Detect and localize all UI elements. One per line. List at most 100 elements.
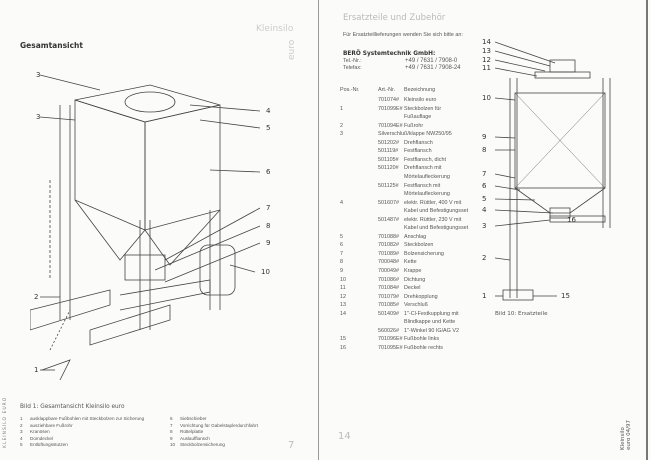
col-pos: Pos.-Nr.: [340, 87, 360, 93]
pos-cell: 16: [340, 344, 346, 351]
callout-5: 5: [266, 124, 271, 132]
pos-cell: 9: [340, 268, 343, 274]
desc-cell: 1"-Cl-Festkupplung mit: [404, 310, 459, 317]
desc-cell: Kabel und Befestigungsset: [404, 225, 469, 232]
desc-cell: Kabel und Befestigungsset: [404, 208, 469, 215]
art-cell: 701074#: [378, 97, 399, 103]
art-cell: 701089#: [378, 250, 399, 257]
art-cell: 701094E#: [378, 122, 403, 129]
callout-4: 4: [266, 107, 271, 115]
callout-10: 10: [482, 94, 491, 102]
callout-2: 2: [34, 293, 39, 301]
fax-label: Telefax:: [343, 65, 362, 71]
pos-cell: 6: [340, 242, 343, 249]
right-side-note: Kleinsilo euro 04/97: [620, 420, 632, 450]
desc-cell: Dichtung: [404, 276, 426, 283]
pos-cell: 1: [340, 105, 343, 112]
pos-cell: 13: [340, 302, 346, 309]
spare-parts-drawing: [495, 41, 611, 301]
callout-4: 4: [482, 206, 487, 214]
pos-cell: 10: [340, 276, 346, 283]
callout-5: 5: [482, 195, 487, 203]
desc-cell: Drehkopplung: [404, 293, 438, 300]
art-cell: 501119#: [378, 148, 399, 155]
callout-14: 14: [482, 38, 491, 46]
desc-cell: Steckbolzen: [404, 242, 434, 249]
desc-cell: Mörtelaufleckerung: [404, 173, 450, 180]
col-bez: Bezeichnung: [404, 87, 436, 93]
art-cell: 501487#: [378, 216, 399, 223]
brand-word-euro: euro: [287, 39, 297, 60]
desc-cell: Steckbolzen für: [404, 105, 442, 112]
desc-cell: Fußbohle rechts: [404, 344, 443, 351]
fax-value: +49 / 7631 / 7908-24: [405, 65, 461, 71]
art-cell: 700049#: [378, 268, 399, 274]
desc-cell: Verschluß: [404, 302, 428, 309]
callout-9: 9: [482, 133, 487, 141]
pos-cell: 11: [340, 285, 346, 292]
brand-word: Kleinsilo: [256, 24, 294, 34]
art-cell: 701082#: [378, 242, 399, 249]
tel-value: +49 / 7631 / 7908-0: [405, 58, 458, 64]
pos-cell: 8: [340, 259, 343, 266]
left-side-note: KLEINSILO EURO: [3, 396, 8, 448]
company-name: BERÖ Systemtechnik GmbH:: [343, 51, 436, 57]
callout-2: 2: [482, 254, 487, 262]
page-edge: [646, 0, 648, 460]
pos-cell: 3: [340, 131, 343, 138]
desc-cell: Fußbohle links: [404, 336, 440, 343]
callout-3a: 3: [36, 71, 41, 79]
figure-caption-10: Bild 10: Ersatzteile: [495, 311, 548, 317]
art-cell: 701079#: [378, 293, 399, 300]
callout-8: 8: [266, 222, 271, 230]
silo-overview-drawing: [30, 74, 261, 381]
art-cell: 701085#: [378, 302, 399, 309]
pos-cell: 15: [340, 336, 346, 343]
callout-6: 6: [482, 182, 487, 190]
callout-10: 10: [261, 268, 270, 276]
pos-cell: 5: [340, 233, 343, 240]
art-cell: 701084#: [378, 285, 399, 292]
desc-cell: Kette: [404, 259, 417, 266]
right-title: Ersatzteile und Zubehör: [343, 13, 446, 23]
desc-cell: Anschlag: [404, 233, 427, 240]
col-art: Art.-Nr.: [378, 87, 396, 93]
callout-6: 6: [266, 168, 271, 176]
desc-cell: Deckel: [404, 285, 421, 292]
callout-3: 3: [482, 222, 487, 230]
desc-cell: elektr. Rüttler, 400 V mit: [404, 199, 462, 206]
pos-cell: 2: [340, 122, 343, 129]
art-cell: 501202#: [378, 139, 399, 146]
callout-12: 12: [482, 56, 491, 64]
desc-cell: Drehflansch mit: [404, 165, 442, 172]
art-cell: 501607#: [378, 199, 399, 206]
art-cell: 701088#: [378, 233, 399, 240]
art-cell: 501409#: [378, 310, 399, 317]
callout-7: 7: [482, 170, 487, 178]
art-cell: 701099E#: [378, 105, 403, 112]
desc-cell: Blindkappe und Kette: [404, 319, 456, 326]
art-cell: Silverschluß/klappe NW250/95: [378, 131, 452, 138]
desc-cell: Fußauflage: [404, 114, 432, 121]
figure-caption-1: Bild 1: Gesamtansicht Kleinsilo euro: [20, 404, 125, 410]
desc-cell: Festflansch, dicht: [404, 156, 446, 163]
desc-cell: Krappe: [404, 268, 422, 274]
art-cell: 501125#: [378, 182, 399, 189]
desc-cell: Festflansch mit: [404, 182, 441, 189]
callout-11: 11: [482, 64, 491, 72]
left-heading: Gesamtansicht: [20, 41, 83, 50]
pos-cell: 14: [340, 310, 346, 317]
desc-cell: Festflansch: [404, 148, 432, 155]
art-cell: 501120#: [378, 165, 399, 172]
callout-1: 1: [482, 292, 487, 300]
desc-cell: 1"-Winkel 90 IG/AG V2: [404, 327, 459, 334]
page-gutter: [318, 0, 319, 460]
page-number-left: 7: [288, 440, 295, 451]
